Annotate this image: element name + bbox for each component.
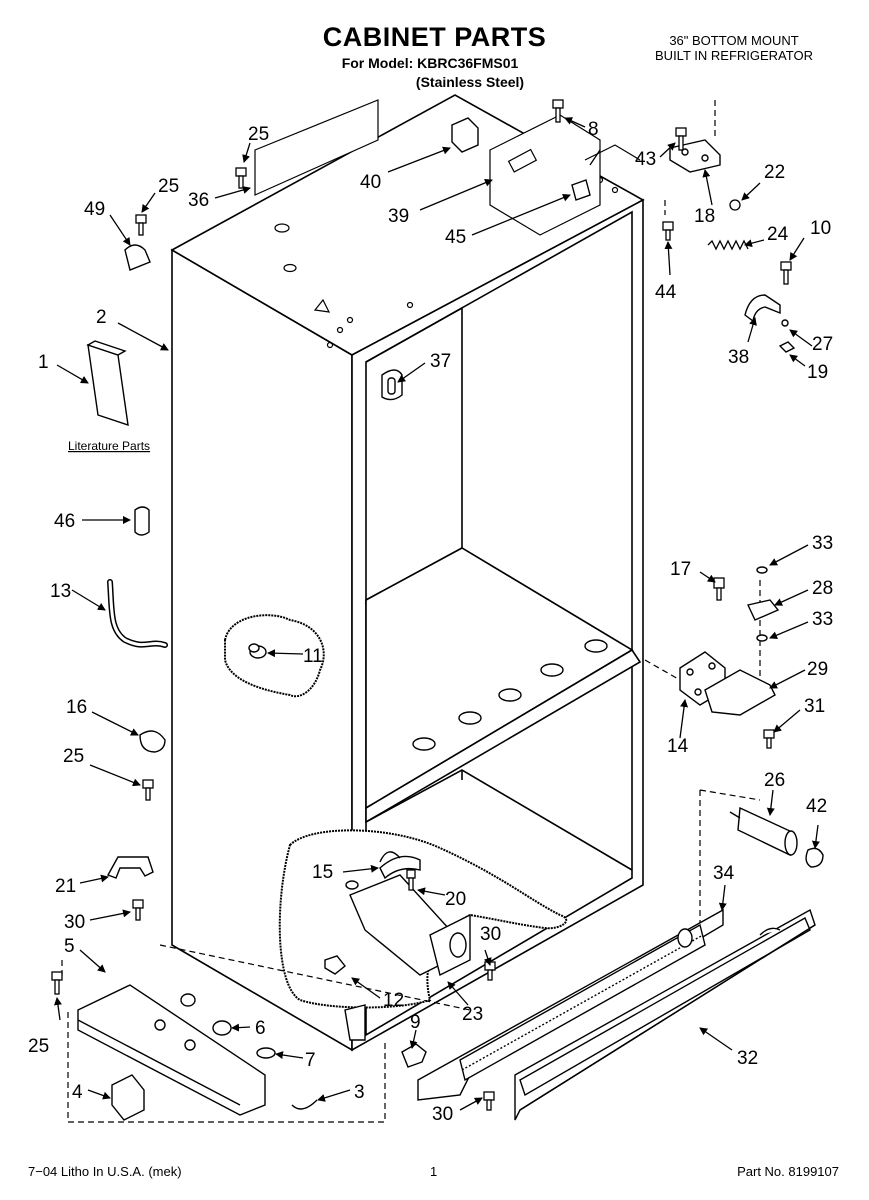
callout-2: 2 [96, 307, 107, 328]
finish-label: (Stainless Steel) [415, 74, 525, 90]
bracket-21 [106, 856, 154, 879]
exploded-parts-diagram: 1 2 3 4 5 6 7 8 9 10 11 12 13 14 15 16 1… [28, 94, 833, 1125]
callout-42: 42 [806, 796, 827, 817]
callout-20: 20 [445, 889, 466, 910]
callout-16: 16 [66, 697, 87, 718]
callout-32: 32 [737, 1048, 758, 1069]
kickplate-32 [514, 908, 816, 1121]
callout-25-mid: 25 [63, 746, 84, 767]
callout-8: 8 [588, 119, 599, 140]
callout-30-bottom: 30 [432, 1104, 453, 1125]
product-line-2: BUILT IN REFRIGERATOR [655, 48, 813, 63]
callout-26: 26 [764, 770, 785, 791]
leader-lines [53, 117, 820, 1111]
callout-19: 19 [807, 362, 828, 383]
callout-18: 18 [694, 206, 715, 227]
callout-38: 38 [728, 347, 749, 368]
callout-43: 43 [635, 149, 656, 170]
callout-1: 1 [38, 352, 49, 373]
callout-27: 27 [812, 334, 833, 355]
base-assembly [77, 984, 366, 1121]
callout-14: 14 [667, 736, 689, 757]
grille-34 [417, 908, 724, 1101]
callout-22: 22 [764, 162, 785, 183]
literature-booklet [86, 340, 129, 427]
callout-10: 10 [810, 218, 831, 239]
callout-4: 4 [72, 1082, 83, 1103]
drain-assembly [324, 855, 471, 977]
callout-25-left: 25 [158, 176, 179, 197]
callout-49: 49 [84, 199, 105, 220]
footer-part-number: Part No. 8199107 [737, 1164, 839, 1179]
callout-12: 12 [383, 990, 404, 1011]
bracket-38 [744, 294, 796, 353]
callout-39: 39 [388, 206, 409, 227]
callout-6: 6 [255, 1018, 266, 1039]
callout-34: 34 [713, 863, 735, 884]
callout-25-bottom: 25 [28, 1036, 49, 1057]
callout-24: 24 [767, 224, 789, 245]
clip-9 [401, 1043, 427, 1068]
lower-hinge [679, 566, 780, 716]
callout-31: 31 [804, 696, 825, 717]
callout-37: 37 [430, 351, 451, 372]
callout-45: 45 [445, 227, 466, 248]
callout-33-bottom: 33 [812, 609, 833, 630]
top-panel-details [254, 99, 641, 349]
callout-11: 11 [303, 646, 323, 667]
callout-28: 28 [812, 578, 833, 599]
footer-litho: 7−04 Litho In U.S.A. (mek) [28, 1164, 182, 1179]
fasteners [51, 99, 792, 1111]
clip-46 [134, 506, 150, 536]
page-title: CABINET PARTS [322, 22, 547, 52]
callout-13: 13 [50, 581, 71, 602]
model-number: For Model: KBRC36FMS01 [341, 55, 519, 71]
part-45 [571, 179, 591, 201]
part-40 [451, 117, 479, 153]
damper-26 [729, 806, 824, 868]
callout-33-top: 33 [812, 533, 833, 554]
spring-24 [707, 239, 749, 251]
product-description: 36" BOTTOM MOUNT BUILT IN REFRIGERATOR [634, 33, 834, 63]
plug-11 [248, 643, 267, 659]
callout-labels: 1 2 3 4 5 6 7 8 9 10 11 12 13 14 15 16 1… [28, 119, 833, 1125]
callout-21: 21 [55, 876, 76, 897]
clamp-15 [379, 851, 401, 863]
callout-15: 15 [312, 862, 333, 883]
callout-25-top: 25 [248, 124, 269, 145]
callout-36: 36 [188, 190, 209, 211]
callout-29: 29 [807, 659, 828, 680]
callout-30-left: 30 [64, 912, 85, 933]
tube-13-inner [108, 580, 167, 647]
footer-page-number: 1 [430, 1164, 438, 1179]
callout-40: 40 [360, 172, 381, 193]
callout-46: 46 [54, 511, 75, 532]
dashed-guides [61, 100, 761, 1123]
interior-details [381, 369, 608, 751]
top-hinge-18 [669, 139, 721, 173]
callout-17: 17 [670, 559, 691, 580]
product-line-1: 36" BOTTOM MOUNT [669, 33, 799, 48]
callout-7: 7 [305, 1050, 316, 1071]
callout-9: 9 [410, 1012, 421, 1033]
callout-23: 23 [462, 1004, 483, 1025]
callout-44: 44 [655, 282, 677, 303]
literature-parts-label: Literature Parts [68, 439, 150, 453]
callout-5: 5 [64, 936, 75, 957]
callout-30-mid: 30 [480, 924, 501, 945]
clip-49 [124, 244, 151, 271]
callout-3: 3 [354, 1082, 365, 1103]
clamp-16 [139, 730, 166, 753]
